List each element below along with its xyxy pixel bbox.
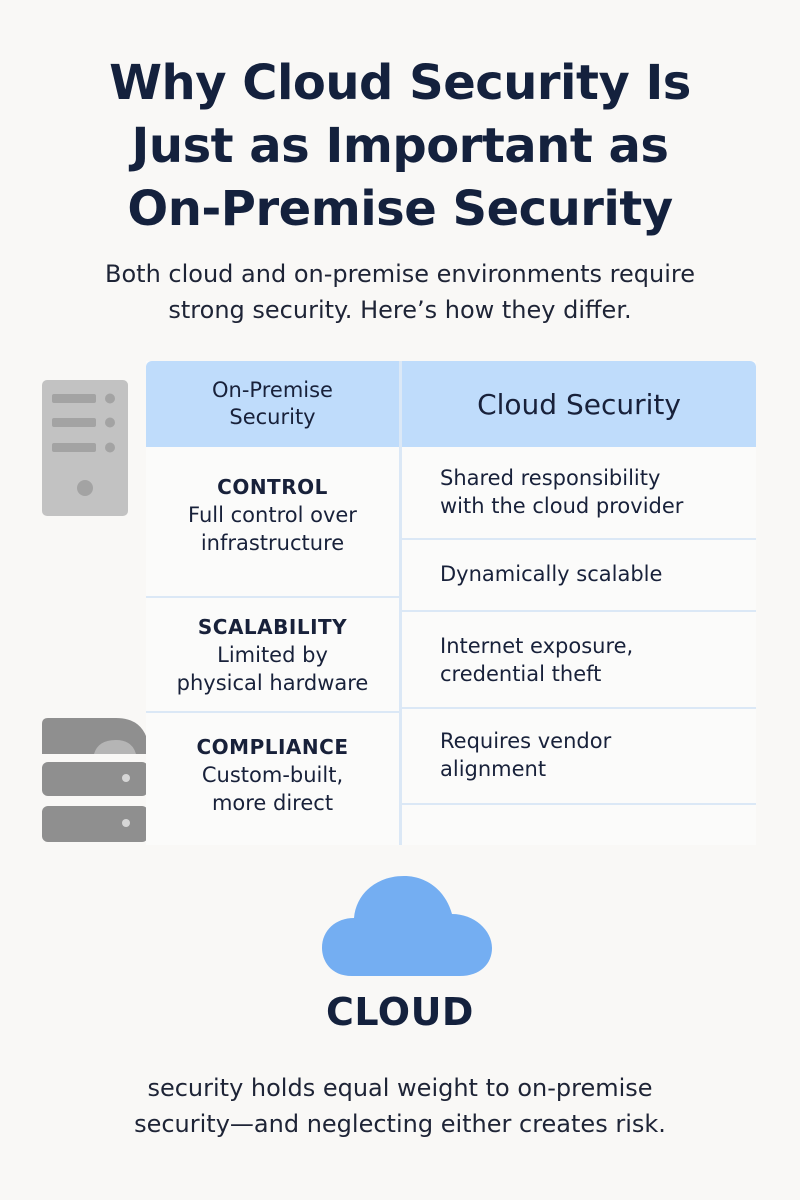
server-rack-icon	[42, 718, 148, 842]
title-line: Just as Important as	[131, 118, 669, 174]
header-cloud-security: Cloud Security	[402, 361, 756, 447]
row-description-line: Full control over	[188, 503, 357, 527]
row-description: Full control over infrastructure	[146, 501, 399, 557]
title-line: Why Cloud Security Is	[109, 55, 691, 111]
cloud-cell-exposure: Internet exposure, credential theft	[440, 632, 750, 688]
row-divider	[402, 803, 756, 805]
header-left-line: On-Premise	[212, 378, 333, 402]
row-divider	[146, 596, 399, 598]
row-divider	[146, 711, 399, 713]
footer-text: security holds equal weight to on-premis…	[60, 1070, 740, 1142]
page-title: Why Cloud Security Is Just as Important …	[0, 52, 800, 241]
row-label: CONTROL	[217, 475, 328, 499]
row-description-line: more direct	[211, 791, 334, 815]
header-on-premise: On-Premise Security	[146, 361, 399, 447]
cloud-cell-responsibility: Shared responsibility with the cloud pro…	[440, 464, 750, 520]
intro-line: strong security. Here’s how they differ.	[168, 296, 632, 324]
comparison-table: On-Premise Security Cloud Security CONTR…	[146, 361, 756, 845]
cloud-cell-line: Requires vendor	[440, 729, 612, 753]
cloud-cell-line: credential theft	[440, 662, 602, 686]
cloud-cell-line: with the cloud provider	[440, 494, 684, 518]
cloud-label: CLOUD	[326, 990, 474, 1034]
footer-line: security holds equal weight to on-premis…	[147, 1074, 653, 1102]
server-icon	[42, 380, 128, 516]
row-divider	[402, 707, 756, 709]
row-divider	[402, 538, 756, 540]
cloud-cell-line: Internet exposure,	[440, 634, 634, 658]
cloud-cell-line: Shared responsibility	[440, 466, 661, 490]
row-description: Limited by physical hardware	[146, 641, 399, 697]
intro-text: Both cloud and on-premise environments r…	[60, 256, 740, 328]
cloud-cell-compliance: Requires vendor alignment	[440, 727, 750, 783]
title-line: On-Premise Security	[127, 181, 673, 237]
cloud-cell-line: alignment	[440, 757, 547, 781]
header-left-line: Security	[229, 405, 316, 429]
cloud-cell-line: Dynamically scalable	[440, 562, 663, 586]
row-control: CONTROL Full control over infrastructure	[146, 473, 399, 557]
footer-line: security—and neglecting either creates r…	[134, 1110, 666, 1138]
intro-line: Both cloud and on-premise environments r…	[105, 260, 695, 288]
row-description-line: physical hardware	[176, 671, 369, 695]
row-label: SCALABILITY	[197, 615, 348, 639]
row-compliance: COMPLIANCE Custom-built, more direct	[146, 733, 399, 817]
row-label: COMPLIANCE	[196, 735, 349, 759]
row-divider	[402, 610, 756, 612]
cloud-cell-scalability: Dynamically scalable	[440, 560, 750, 588]
cloud-icon	[322, 876, 492, 976]
row-description-line: infrastructure	[200, 531, 345, 555]
row-description: Custom-built, more direct	[146, 761, 399, 817]
row-scalability: SCALABILITY Limited by physical hardware	[146, 613, 399, 697]
row-description-line: Custom-built,	[201, 763, 344, 787]
row-description-line: Limited by	[217, 643, 328, 667]
column-divider	[399, 361, 402, 845]
